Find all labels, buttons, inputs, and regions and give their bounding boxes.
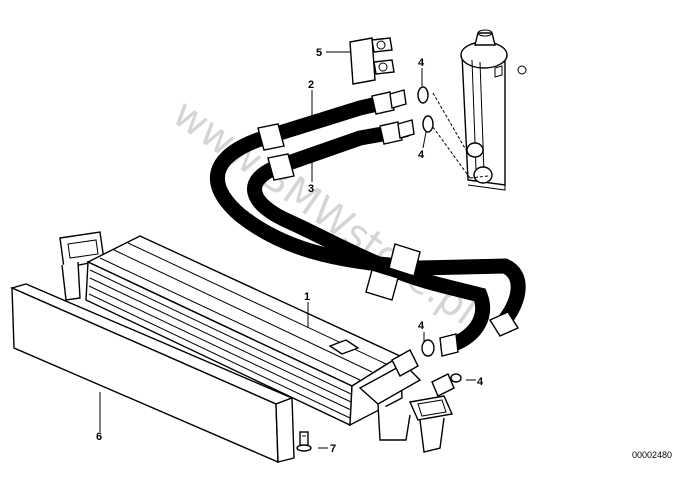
- oil-filter-housing: [460, 29, 527, 191]
- seal-ring-upper: [417, 86, 429, 104]
- alignment-dashes: [429, 92, 489, 179]
- part-label-7: 7: [330, 443, 336, 455]
- part-label-4c: 4: [418, 320, 425, 332]
- expanding-rivet: [296, 431, 312, 452]
- oil-cooler: [59, 231, 455, 453]
- part-label-4d: 4: [477, 376, 484, 388]
- seal-ring-lower: [422, 115, 434, 133]
- part-label-5: 5: [316, 47, 322, 59]
- reference-code: 00002480: [632, 450, 672, 460]
- part-label-2: 2: [308, 79, 314, 91]
- seal-ring-cooler-outlet: [421, 339, 435, 357]
- part-label-3: 3: [308, 183, 314, 195]
- hose-clamp-part: [349, 37, 395, 85]
- leader-lines: [99, 51, 476, 449]
- part-label-4b: 4: [418, 149, 425, 161]
- seal-ring-cooler-inlet: [450, 373, 462, 383]
- part-label-1: 1: [304, 291, 310, 303]
- oil-hoses: [210, 89, 526, 357]
- cooler-cover: [9, 283, 295, 464]
- part-label-4a: 4: [418, 57, 425, 69]
- part-label-6: 6: [96, 431, 102, 443]
